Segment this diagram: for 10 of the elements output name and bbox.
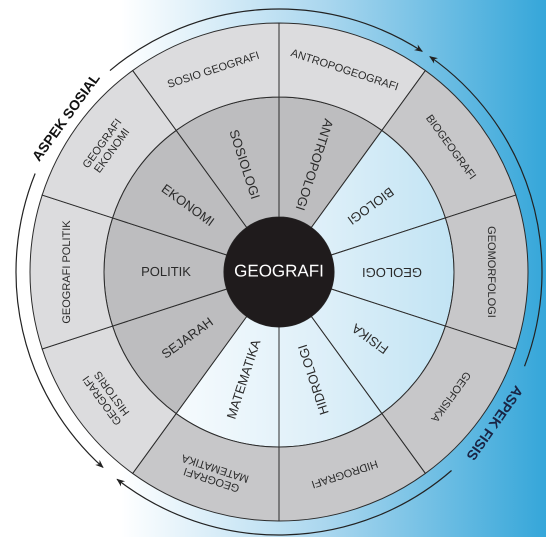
center-label: GEOGRAFI: [234, 262, 324, 282]
ring-segment: [30, 194, 114, 350]
segment-label: POLITIK: [141, 264, 191, 280]
center-circle: [224, 217, 334, 327]
segment-label: GEOLOGI: [362, 264, 422, 280]
segment-label: GEOMORFOLOGI: [484, 226, 498, 318]
ring-segment: [278, 413, 426, 522]
segment-label: GEOGRAFI POLITIK: [60, 220, 74, 324]
ring-segment: [132, 22, 280, 131]
ring-segment: [444, 194, 528, 350]
